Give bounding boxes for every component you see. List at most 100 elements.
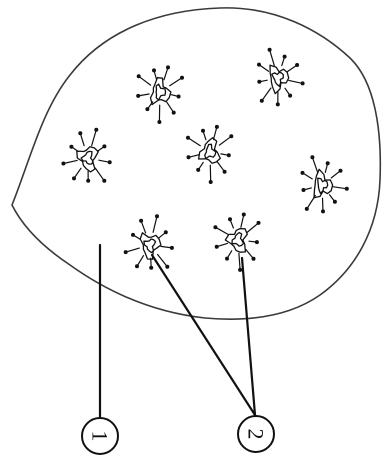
particle-spike-tip — [310, 155, 314, 159]
particle-spike — [139, 76, 151, 85]
particle-spike-tip — [69, 145, 73, 149]
particle-spike-tip — [135, 264, 139, 268]
particle-spike-tip — [102, 144, 106, 148]
particle-spike — [170, 78, 182, 86]
particle-spike-tip — [288, 94, 292, 98]
particle-spike-tip — [61, 162, 65, 166]
particle-spike-tip — [164, 230, 168, 234]
particle-2 — [257, 48, 305, 107]
particle-spike-tip — [172, 111, 176, 115]
particle-spike-tip — [242, 213, 246, 217]
particle-spike-tip — [157, 120, 161, 124]
particle-spike-tip — [215, 245, 219, 249]
particle-spike-tip — [302, 188, 306, 192]
particle-body — [199, 138, 221, 163]
particle-spike-tip — [177, 95, 181, 99]
particle-spike-tip — [260, 99, 264, 103]
particle-spike — [270, 50, 275, 66]
particle-body — [151, 78, 171, 105]
particle-4 — [186, 125, 233, 184]
callout-2: 2 — [238, 416, 274, 452]
particle-spike-tip — [137, 74, 141, 78]
particle-spike-tip — [72, 176, 76, 180]
particle-spike-tip — [166, 65, 170, 69]
particle-spike-tip — [255, 240, 259, 244]
particle-spike-tip — [345, 187, 349, 191]
particle-spike-tip — [252, 257, 256, 261]
callout-2-label: 2 — [244, 429, 269, 440]
leader-line-2b — [242, 258, 255, 415]
particle-spike — [95, 168, 104, 181]
particle-spike-tip — [139, 219, 143, 223]
particle-spike-tip — [238, 268, 242, 272]
callout-1-label: 1 — [88, 431, 113, 442]
particle-spike-tip — [257, 221, 261, 225]
particle-spike — [215, 227, 228, 234]
particle-spike-tip — [257, 80, 261, 84]
particle-body — [225, 229, 247, 253]
callout-1: 1 — [82, 418, 118, 454]
particle-spike-tip — [321, 209, 325, 213]
particle-5 — [301, 155, 349, 213]
particles-group — [61, 48, 348, 272]
particle-spike-tip — [201, 129, 205, 133]
leader-line-2a — [152, 255, 255, 415]
particle-spike-tip — [165, 265, 169, 269]
particle-6 — [124, 214, 174, 270]
particle-7 — [213, 213, 260, 272]
particle-1 — [136, 65, 184, 124]
particle-spike-tip — [268, 48, 272, 52]
particle-spike-tip — [124, 250, 128, 254]
particle-spike-tip — [186, 136, 190, 140]
particle-spike-tip — [215, 125, 219, 129]
particle-spike-tip — [305, 207, 309, 211]
particle-spike — [153, 216, 157, 232]
particle-spike — [307, 196, 316, 209]
particle-core — [205, 144, 216, 158]
particle-spike-tip — [295, 63, 299, 67]
particle-core — [144, 239, 156, 253]
particle-spike-tip — [180, 76, 184, 80]
particle-body — [314, 169, 333, 198]
particle-spike-tip — [136, 94, 140, 98]
particle-spike — [312, 157, 317, 173]
particle-core — [156, 84, 165, 100]
particle-spike-tip — [86, 179, 90, 183]
particle-spike-tip — [301, 171, 305, 175]
particle-spike-tip — [187, 155, 191, 159]
particle-spike-tip — [209, 180, 213, 184]
particle-spike-tip — [225, 257, 229, 261]
particle-spike — [126, 248, 140, 252]
particle-spike-tip — [333, 200, 337, 204]
particle-spike-tip — [152, 68, 156, 72]
particle-spike — [262, 88, 271, 101]
particle-spike — [188, 138, 200, 146]
particle-spike — [92, 130, 97, 146]
particle-spike-tip — [108, 160, 112, 164]
particle-spike-tip — [149, 266, 153, 270]
particle-spike — [247, 223, 259, 233]
particle-spike-tip — [301, 81, 305, 85]
particle-spike-tip — [131, 233, 135, 237]
particle-spike — [239, 253, 240, 270]
particle-spike — [219, 136, 231, 145]
container-outline — [12, 8, 380, 319]
particle-spike-tip — [196, 168, 200, 172]
particle-spike-tip — [228, 217, 232, 221]
particle-spike-tip — [326, 161, 330, 165]
particle-spike-tip — [102, 179, 106, 183]
particle-spike-tip — [78, 131, 82, 135]
particle-spike — [289, 80, 303, 83]
particle-spike-tip — [155, 214, 159, 218]
particle-spike — [333, 187, 347, 189]
particle-spike-tip — [276, 102, 280, 106]
particle-spike-tip — [213, 225, 217, 229]
particle-spike-tip — [229, 134, 233, 138]
particle-spike-tip — [223, 170, 227, 174]
particle-spike-tip — [145, 107, 149, 111]
particle-spike-tip — [339, 169, 343, 173]
particle-spike-tip — [227, 153, 231, 157]
particle-spike-tip — [257, 63, 261, 67]
particle-spike-tip — [170, 246, 174, 250]
